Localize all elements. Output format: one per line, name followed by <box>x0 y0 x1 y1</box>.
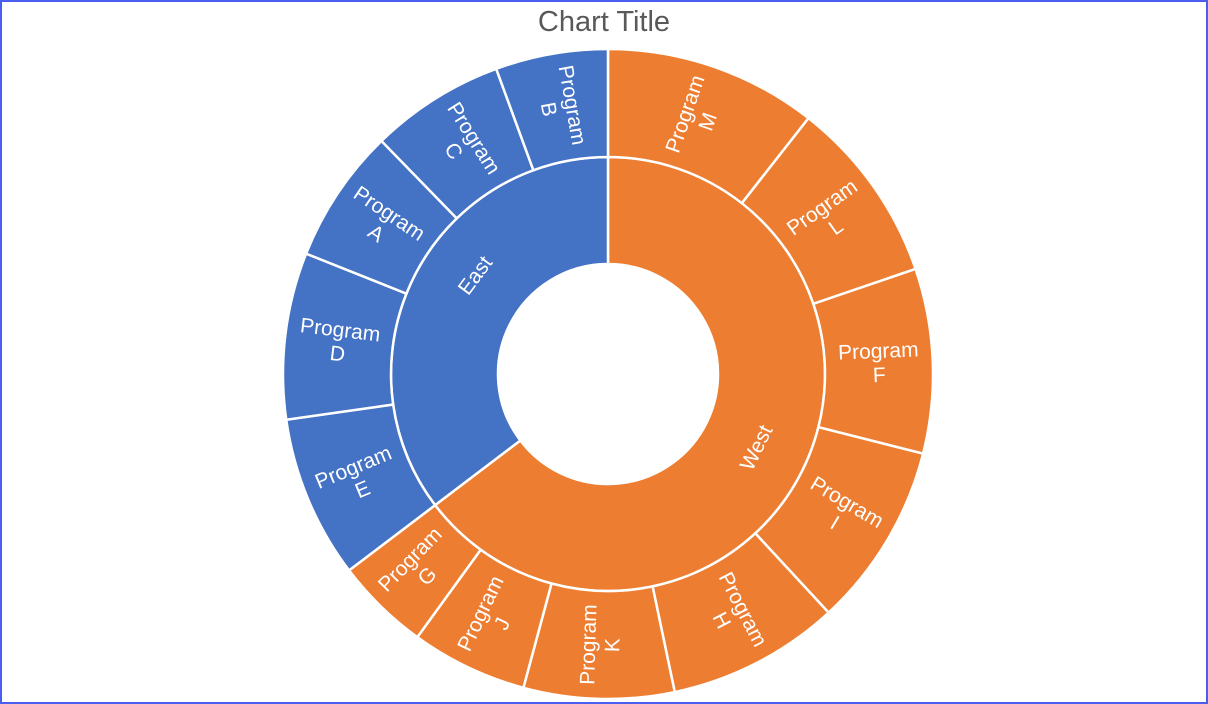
program-segment-program-b[interactable] <box>494 47 610 172</box>
chart-title: Chart Title <box>537 6 671 38</box>
program-label-program-k: ProgramK <box>576 604 625 686</box>
program-label-program-f: ProgramF <box>838 338 920 388</box>
